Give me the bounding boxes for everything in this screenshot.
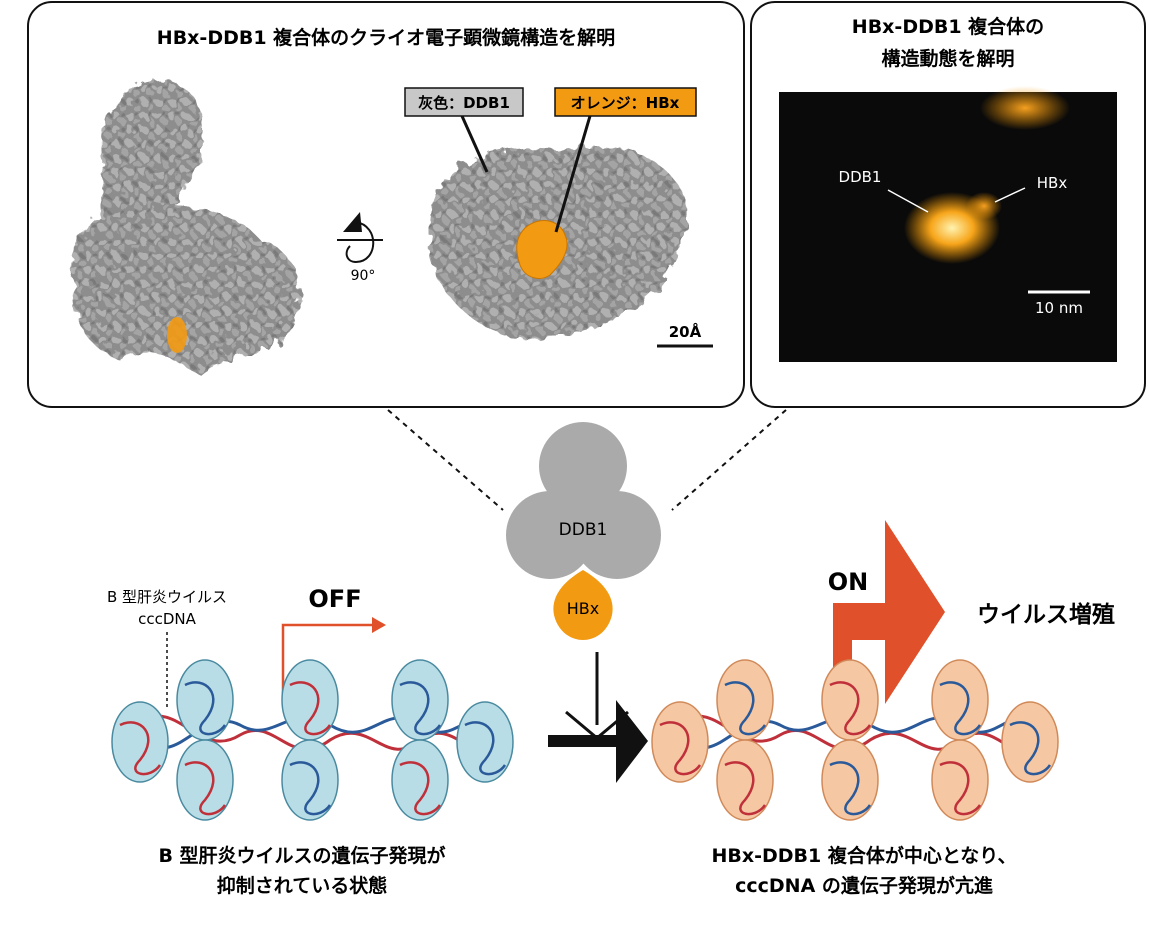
gray-label-box: [404, 87, 524, 117]
dotted-connector-right: [671, 409, 787, 511]
dna-wraps-off: [119, 681, 507, 816]
off-caption-line2: 抑制されている状態: [217, 874, 387, 897]
nucleosomes-off: [111, 659, 514, 821]
off-arrow: [281, 623, 372, 700]
ddb1-hbx-schematic: DDB1 HBx: [506, 422, 661, 640]
afm-hbx-label: HBx: [1037, 174, 1068, 192]
on-caption-line1: HBx-DDB1 複合体が中心となり、: [711, 844, 1016, 867]
afm-title-line2: 構造動態を解明: [881, 47, 1014, 70]
dotted-connector-left: [387, 409, 504, 511]
hbx-schematic-label: HBx: [567, 599, 599, 618]
off-label: OFF: [308, 585, 361, 613]
on-caption-line2: cccDNA の遺伝子発現が亢進: [735, 874, 993, 897]
hbx-density-front: [167, 317, 187, 353]
rotation-symbol: 90°: [337, 212, 383, 284]
nucleosomes-on: [651, 659, 1059, 821]
afm-panel: HBx-DDB1 複合体の 構造動態を解明 DDB1 HBx 10 nm: [750, 1, 1146, 408]
ddb1-schematic-label: DDB1: [559, 520, 608, 540]
dna-wraps-on: [659, 681, 1052, 816]
afm-ddb1-pointer: [887, 189, 929, 213]
on-label: ON: [828, 568, 869, 596]
afm-hbx-pointer: [994, 187, 1026, 203]
afm-title-line1: HBx-DDB1 複合体の: [852, 15, 1044, 38]
cccdna-on-state: ON ウイルス増殖 HBx-DDB1 複合体が中心となり、 cccDNA の: [651, 520, 1115, 897]
hbx-schematic: [553, 570, 613, 640]
afm-blob-hbx: [966, 192, 1002, 220]
virus-label-line1: B 型肝炎ウイルス: [107, 588, 227, 606]
orange-label-box: [554, 87, 697, 117]
cryo-em-panel-title: HBx-DDB1 複合体のクライオ電子顕微鏡構造を解明: [157, 26, 615, 49]
off-caption-line1: B 型肝炎ウイルスの遺伝子発現が: [158, 844, 445, 867]
cccdna-off-state: B 型肝炎ウイルス cccDNA OFF B 型肝炎ウ: [107, 585, 514, 897]
on-arrow: [833, 520, 945, 704]
transition-arrow: [548, 652, 648, 783]
cryo-em-scale-label: 20Å: [669, 322, 702, 341]
orange-label: オレンジ：HBx: [571, 94, 680, 112]
afm-scale-label: 10 nm: [1035, 299, 1083, 317]
virus-label-line2: cccDNA: [138, 610, 197, 628]
cryo-em-density-map-front: [69, 79, 300, 376]
outcome-label: ウイルス増殖: [977, 601, 1115, 628]
afm-ddb1-label: DDB1: [839, 168, 882, 186]
cryo-em-panel: HBx-DDB1 複合体のクライオ電子顕微鏡構造を解明 90° 灰色：DDB1 …: [27, 1, 745, 408]
gray-callout-line: [460, 115, 489, 173]
orange-callout-line: [554, 115, 592, 233]
rotation-label: 90°: [351, 268, 376, 284]
gray-label: 灰色：DDB1: [418, 94, 510, 112]
afm-blob-top: [980, 86, 1070, 130]
